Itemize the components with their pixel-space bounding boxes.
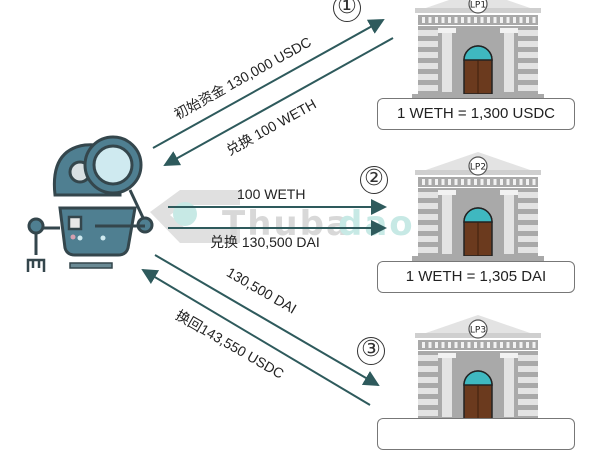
watermark-text-2: dao [338, 204, 415, 244]
step-number-2: ② [360, 166, 388, 194]
bank-building-icon: LP2 [406, 152, 550, 267]
rate-box-lp1: 1 WETH = 1,300 USDC [377, 98, 575, 130]
pool-label: LP3 [470, 326, 486, 336]
pool-label: LP1 [470, 1, 486, 11]
rate-box-lp3 [377, 418, 575, 450]
step-number-1: ① [333, 0, 361, 22]
diagram-canvas: Thuba dao [26, 0, 550, 428]
robot-with-magnifier-icon [26, 135, 154, 272]
arrow-from-lp3 [141, 268, 371, 406]
watermark: Thuba dao [150, 190, 415, 244]
step-number-3: ③ [357, 337, 385, 365]
label-swap-dai: 兑换 130,500 DAI [210, 234, 320, 250]
arrow-from-lp1 [163, 37, 394, 166]
arrow-to-lp3 [154, 254, 380, 387]
arbitrage-diagram: Thuba dao [26, 0, 575, 450]
watermark-text-1: Thuba [222, 204, 351, 244]
arrow-to-lp1 [152, 19, 385, 149]
rate-box-lp2: 1 WETH = 1,305 DAI [377, 261, 575, 293]
pool-label: LP2 [470, 163, 486, 173]
bank-building-icon: LP3 [406, 315, 550, 428]
label-send-weth: 100 WETH [237, 186, 306, 202]
bank-building-icon: LP1 [406, 0, 550, 105]
